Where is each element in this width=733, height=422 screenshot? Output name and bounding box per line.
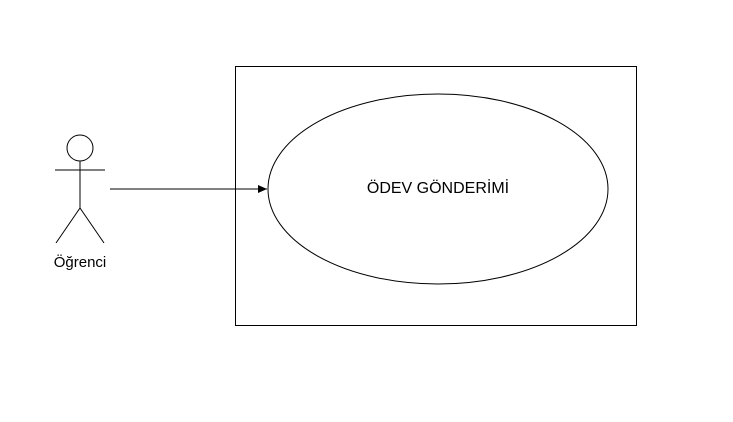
actor-stick-figure[interactable] — [55, 134, 105, 244]
use-case-ellipse[interactable] — [267, 93, 609, 285]
use-case-label: ÖDEV GÖNDERİMİ — [366, 180, 510, 197]
actor-left-leg — [55, 207, 81, 244]
actor-right-leg — [79, 207, 105, 244]
actor-head — [66, 134, 94, 162]
actor-label: Öğrenci — [53, 254, 107, 271]
